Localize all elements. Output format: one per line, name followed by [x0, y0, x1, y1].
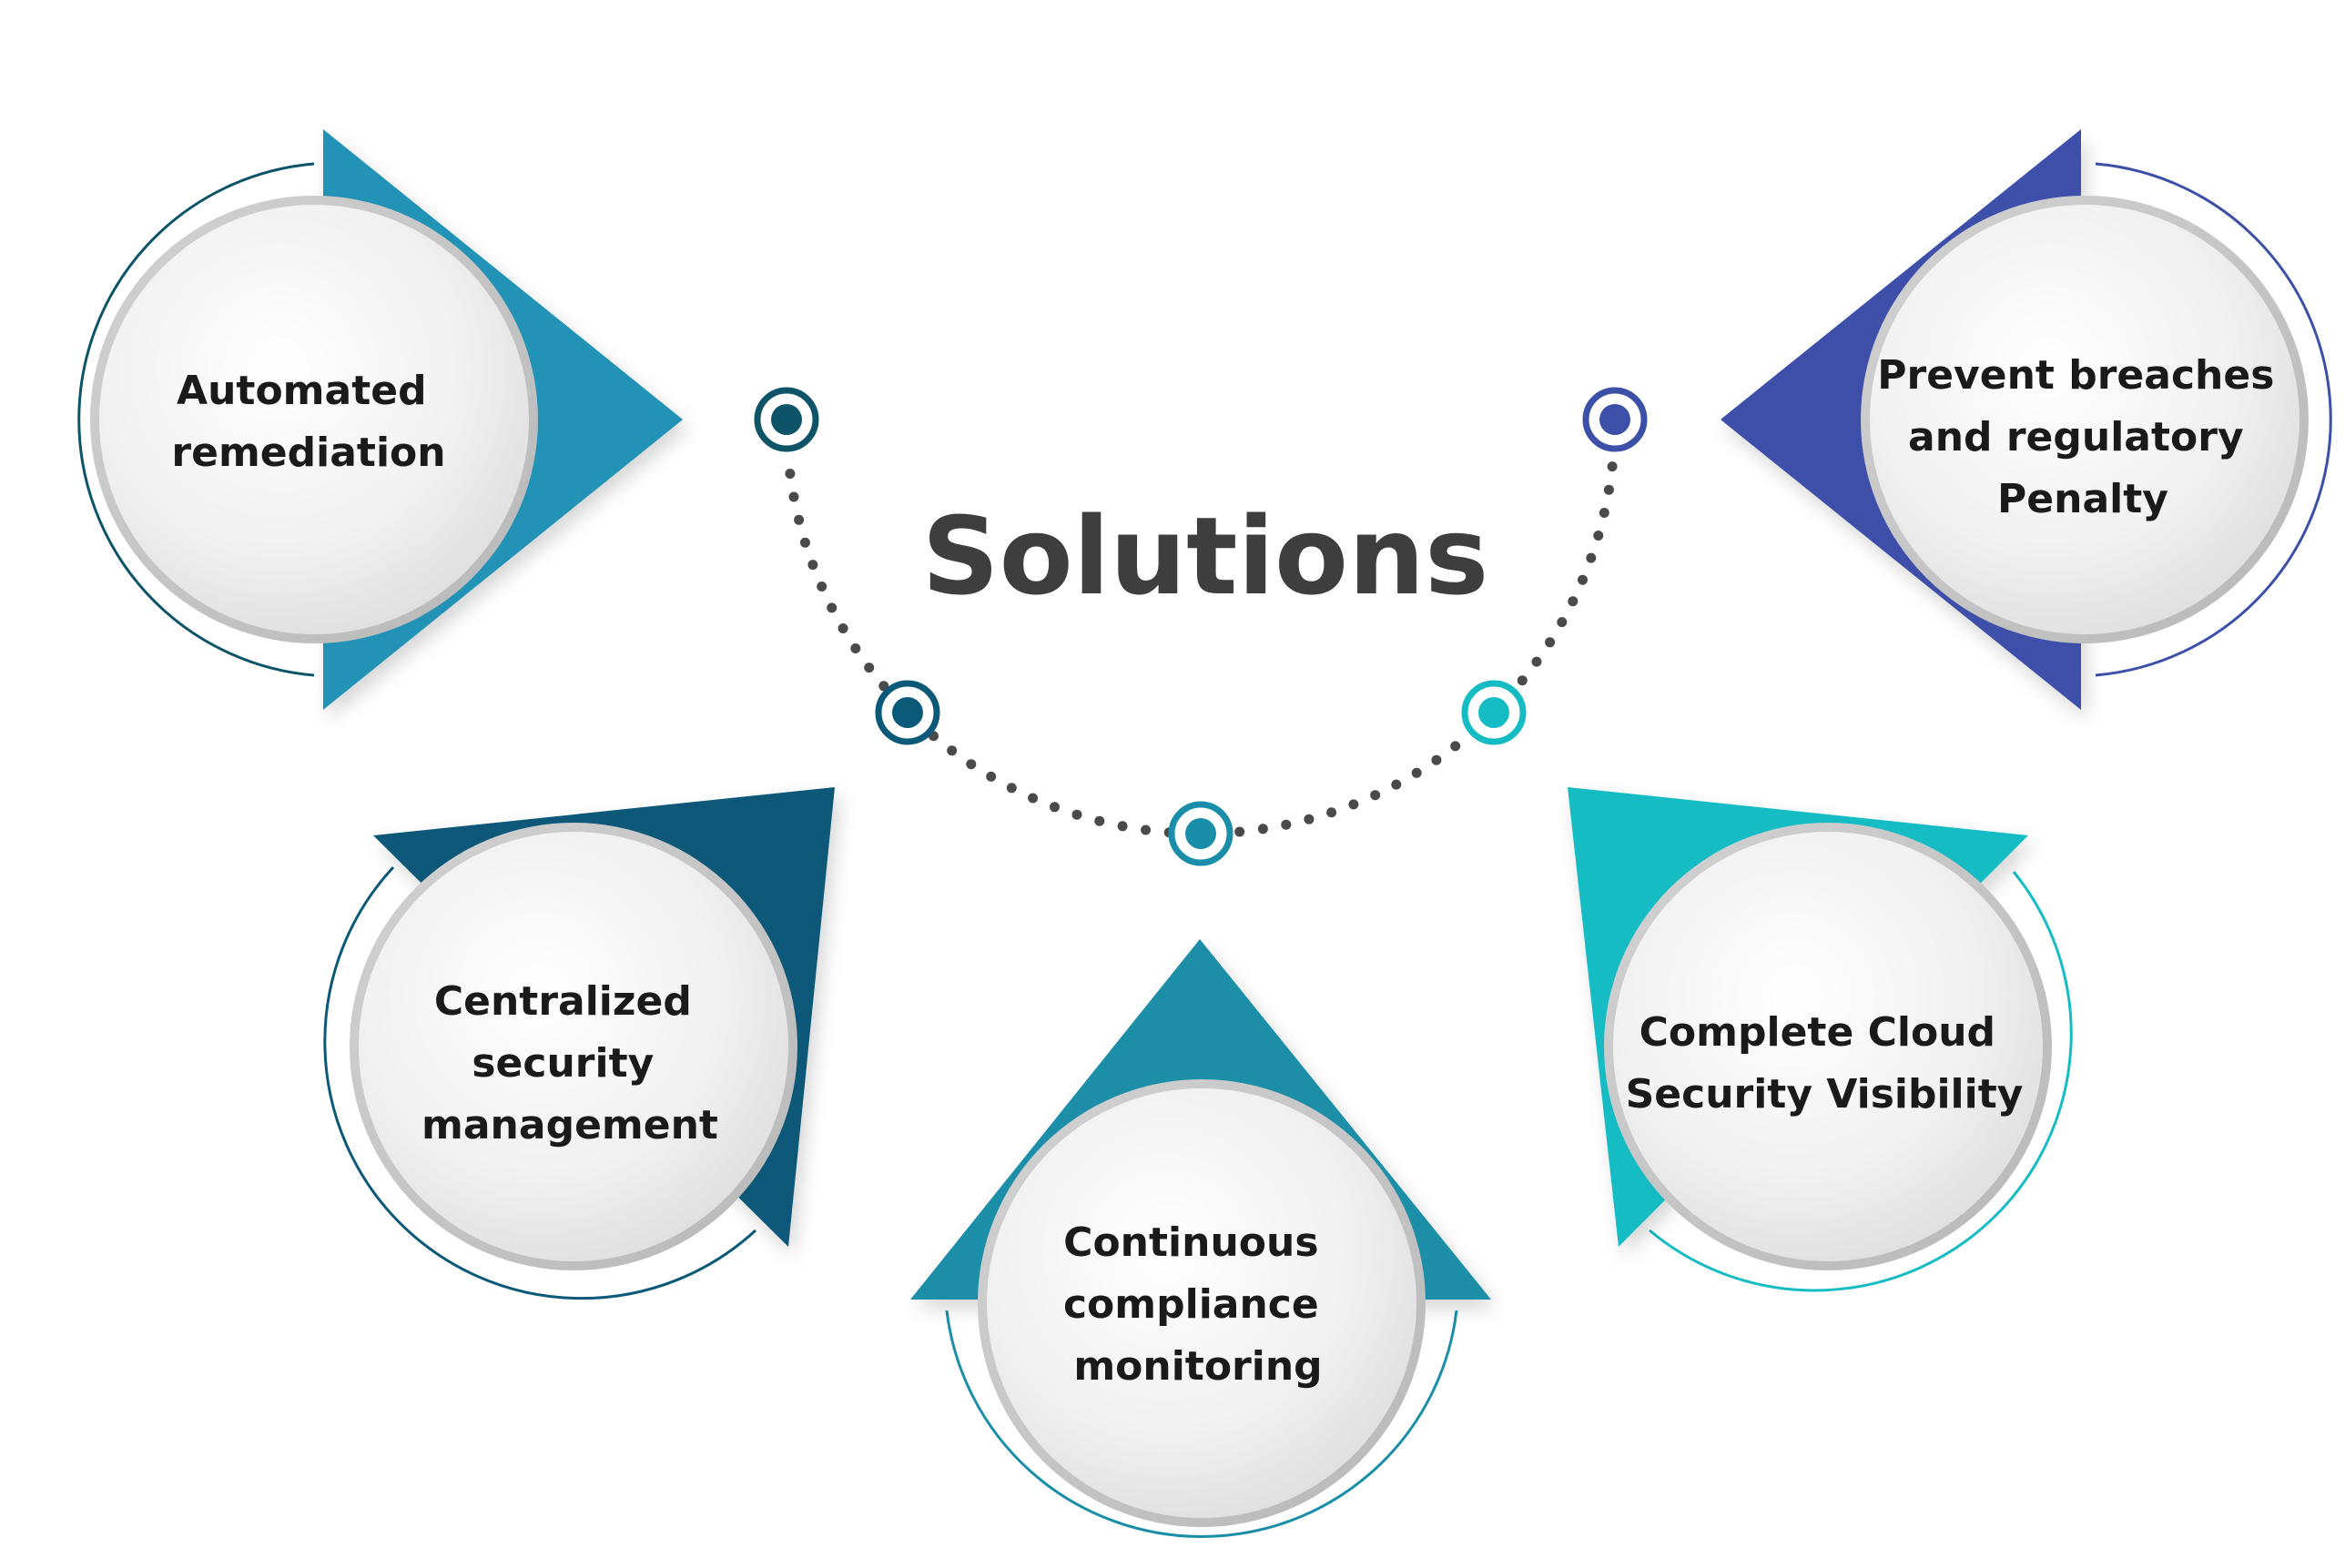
solution-complete-cloud-security-visibility: Complete Cloud Security Visibility — [1568, 787, 2073, 1292]
label-prevent-breaches: Prevent breaches and regulatory Penalty — [1877, 352, 2288, 522]
disc — [1870, 205, 2299, 634]
connector-dot — [986, 771, 997, 782]
connector-dot — [1603, 484, 1614, 495]
label-line: Continuous — [1063, 1219, 1318, 1266]
connector-dot — [1586, 552, 1597, 563]
connector-dot — [1071, 809, 1082, 820]
connector-dot — [1234, 826, 1245, 837]
connector-dot — [1304, 814, 1315, 824]
connector-dot — [1281, 819, 1292, 830]
outer-ring-arc — [1649, 871, 2073, 1292]
connector-dot — [1545, 637, 1556, 648]
label-line: monitoring — [1073, 1343, 1322, 1390]
connector-dot — [1141, 824, 1152, 835]
disc — [99, 205, 529, 634]
label-line: Automated — [177, 368, 427, 414]
connector-dot — [794, 514, 805, 525]
label-line: and regulatory — [1908, 414, 2244, 460]
label-line: Centralized — [434, 978, 692, 1025]
connector-dot — [1607, 461, 1618, 472]
connector-dot — [1568, 596, 1579, 607]
connector-dot — [1391, 779, 1402, 790]
label-line: Penalty — [1997, 476, 2168, 522]
label-line: remediation — [171, 430, 445, 476]
dotted-connector-arc — [785, 461, 1618, 838]
disc — [987, 1088, 1416, 1518]
label-line: Prevent breaches — [1877, 352, 2274, 399]
solution-prevent-breaches: Prevent breaches and regulatory Penalty — [1721, 129, 2332, 710]
connector-dot — [1094, 815, 1105, 826]
connector-dot — [1431, 754, 1442, 765]
label-line: Complete Cloud — [1639, 1009, 1995, 1056]
outer-ring-arc — [945, 1310, 1458, 1538]
connector-dot — [1028, 793, 1039, 804]
connector-dot — [1370, 790, 1381, 801]
connector-dot — [1578, 574, 1588, 585]
disc — [1613, 832, 2043, 1261]
label-complete-cloud-security-visibility: Complete Cloud Security Visibility — [1626, 1009, 2024, 1118]
node-marker-continuous — [1168, 801, 1233, 866]
label-line: compliance — [1063, 1281, 1319, 1328]
label-continuous-compliance-monitoring: Continuous compliance monitoring — [1063, 1219, 1333, 1390]
connector-dot — [1557, 617, 1568, 628]
connector-dot — [1531, 656, 1542, 667]
connector-dot — [1326, 807, 1337, 818]
label-automated-remediation: Automated remediation — [171, 368, 445, 476]
connector-dot — [947, 745, 958, 756]
connector-dot — [1117, 821, 1128, 832]
node-marker-prevent — [1582, 387, 1648, 452]
connector-dot — [1599, 508, 1609, 518]
connector-dot — [1006, 783, 1017, 794]
connector-dot — [850, 643, 861, 653]
connector-dot — [807, 560, 818, 571]
connector-dot — [1593, 531, 1604, 541]
solution-automated-remediation: Automated remediation — [77, 129, 683, 710]
label-line: management — [421, 1102, 718, 1148]
connector-dot — [838, 623, 848, 633]
outer-ring-arc — [323, 865, 757, 1300]
connector-dot — [1450, 741, 1461, 752]
connector-dot — [1050, 802, 1060, 813]
solution-continuous-compliance-monitoring: Continuous compliance monitoring — [910, 939, 1491, 1538]
connector-dot — [817, 582, 827, 592]
outer-ring-arc — [2095, 162, 2332, 677]
connector-dot — [800, 537, 810, 548]
connector-dot — [1257, 824, 1268, 835]
connector-dot — [1517, 675, 1528, 686]
connector-dot — [864, 663, 875, 673]
label-centralized-security-management: Centralized security management — [421, 978, 718, 1148]
connector-dot — [966, 759, 977, 770]
solution-centralized-security-management: Centralized security management — [323, 787, 835, 1300]
disc — [359, 832, 788, 1261]
label-line: Security Visibility — [1626, 1071, 2024, 1118]
connector-dot — [827, 602, 838, 613]
label-line: security — [472, 1040, 654, 1087]
node-marker-complete — [1461, 680, 1527, 745]
diagram-title: Solutions — [922, 493, 1489, 619]
node-marker-centralized — [875, 680, 940, 745]
connector-dot — [1348, 799, 1359, 810]
connector-dot — [788, 491, 799, 502]
connector-dot — [785, 469, 796, 479]
node-marker-automated — [754, 387, 819, 452]
connector-dot — [1411, 767, 1422, 778]
outer-ring-arc — [77, 162, 315, 677]
